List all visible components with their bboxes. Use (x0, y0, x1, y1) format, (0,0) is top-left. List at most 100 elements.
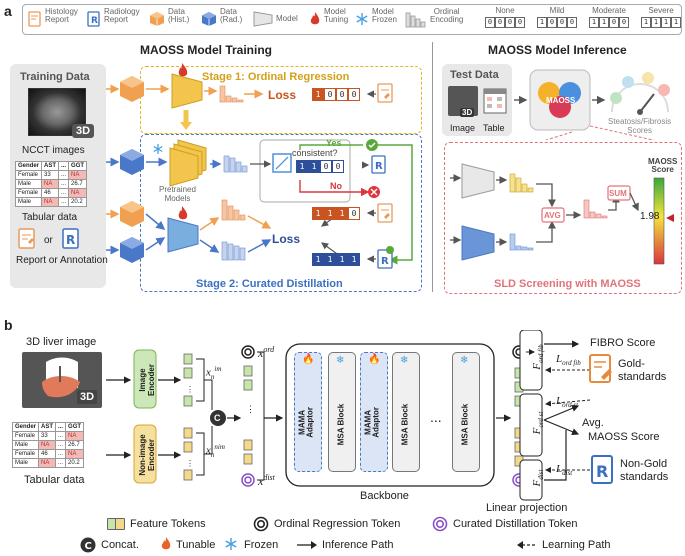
svg-text:R: R (596, 462, 608, 481)
ordinal-code-cell: 0 (609, 17, 619, 29)
yes-label: Yes (326, 138, 342, 148)
test-table-label: Table (483, 123, 505, 133)
stage2-title: Stage 2: Curated Distillation (196, 278, 343, 290)
ordinal-code-cell: 1 (336, 253, 348, 266)
f-dist-label: Fdist (530, 469, 546, 487)
ordinal-code-cell: 0 (324, 88, 336, 101)
x-ord-label: xord (258, 345, 275, 360)
legend-distill-token: Curated Distillation Token (453, 518, 578, 530)
legend-bar: Histology Report R Radiology Report Data… (22, 4, 682, 35)
panel-b-letter: b (4, 317, 13, 333)
f-ord-st-label: Ford st (530, 411, 546, 435)
legend-concat: Concat. (101, 539, 139, 551)
ordinal-code-cell: 1 (312, 88, 324, 101)
table-cell: NA (65, 431, 85, 441)
msa-block-3 (452, 352, 480, 472)
msa-block-label-3: MSA Block (460, 403, 470, 446)
mama-adaptor-block-1 (294, 352, 322, 472)
ordinal-code-cell: 0 (336, 88, 348, 101)
badge-3d: 3D (72, 124, 95, 138)
svg-text:R: R (91, 16, 98, 26)
tunable-icon-2: 🔥 (368, 354, 381, 365)
avg-label: Avg. (582, 417, 604, 429)
legend-tuning: Model Tuning (324, 7, 349, 25)
table-cell: Male (11, 440, 40, 450)
table-cell: 33 (38, 431, 57, 441)
cube-blue-stage2b-icon (120, 237, 144, 263)
table-header-cell: Gender (11, 422, 40, 432)
cube-orange-stage1-icon (120, 76, 144, 102)
table-cell: 20.2 (68, 197, 88, 207)
mama-adaptor-block-2 (360, 352, 388, 472)
ordinal-code-cell: 1 (324, 253, 336, 266)
scale-top: 1 (666, 179, 671, 188)
ordinal-code-cell: 1 (296, 160, 308, 173)
x-im-label: xnim (206, 365, 222, 381)
flame-icon (310, 12, 320, 25)
table-cell: ... (58, 188, 70, 198)
panel-a-letter: a (4, 3, 12, 19)
ordinal-code-cell: 0 (505, 17, 515, 29)
table-cell: Female (11, 449, 40, 459)
stage1-loss-label: Loss (268, 88, 297, 102)
table-cell: NA (38, 440, 57, 450)
table-cell: NA (65, 449, 85, 459)
legend-tunable: Tunable (176, 539, 216, 551)
ordinal-code-cell: 1 (589, 17, 599, 29)
tunable-icon-1: 🔥 (302, 354, 315, 365)
msa-block-label-2: MSA Block (400, 403, 410, 446)
table-cell: NA (38, 458, 57, 468)
distill-token-bottom (241, 473, 255, 487)
legend-frozen: Model Frozen (372, 7, 397, 25)
sum-box-label: SUM (609, 189, 627, 198)
fibro-score-label: FIBRO Score (590, 337, 656, 349)
svg-text:R: R (66, 233, 75, 247)
ordinal-code-cell: 1 (308, 160, 320, 173)
sld-title: SLD Screening with MAOSS (494, 278, 641, 290)
legend-data-rad: Data (Rad.) (220, 7, 243, 25)
report-or: or (44, 235, 53, 246)
table-cell: NA (68, 188, 88, 198)
legend-inference-arrow-icon (297, 541, 317, 549)
sld-screening-box (444, 142, 682, 294)
table-cell: 26.7 (68, 179, 88, 189)
ordinal-bars-icon (405, 12, 426, 28)
table-header-cell: Gender (14, 161, 43, 171)
gold-standards-label: Gold-standards (618, 358, 667, 384)
legend-histology: Histology Report (45, 7, 78, 25)
legend-frozen-icon (225, 538, 237, 550)
cube-orange-stage2-icon (120, 201, 144, 227)
nonimage-encoder: Non-image Encoder (138, 434, 156, 476)
table-cell: Male (14, 179, 43, 189)
ordinal-code-cell: 1 (651, 17, 661, 29)
avg-box-label: AVG (544, 211, 561, 220)
scale-bottom: 4 (666, 254, 671, 263)
histology-report-stage2-icon (377, 203, 393, 223)
table-cell: Female (11, 431, 40, 441)
legend-learning-path: Learning Path (542, 539, 611, 551)
ordinal-token-top (241, 345, 255, 359)
table-cell: 46 (38, 449, 57, 459)
table-header-cell: ... (55, 422, 67, 432)
table-cell: ... (55, 449, 67, 459)
svg-text:⋮: ⋮ (246, 404, 255, 414)
frozen-icon-2: ❄ (400, 355, 409, 366)
f-ord-fib-label: Ford fib (530, 344, 546, 370)
maoss-model-label: MAOSS (546, 96, 576, 105)
legend-model: Model (276, 14, 298, 23)
table-cell: NA (41, 179, 60, 189)
table-cell: 26.7 (65, 440, 85, 450)
ordinal-code-cell: 1 (661, 17, 671, 29)
msa-block-label-1: MSA Block (336, 403, 346, 446)
